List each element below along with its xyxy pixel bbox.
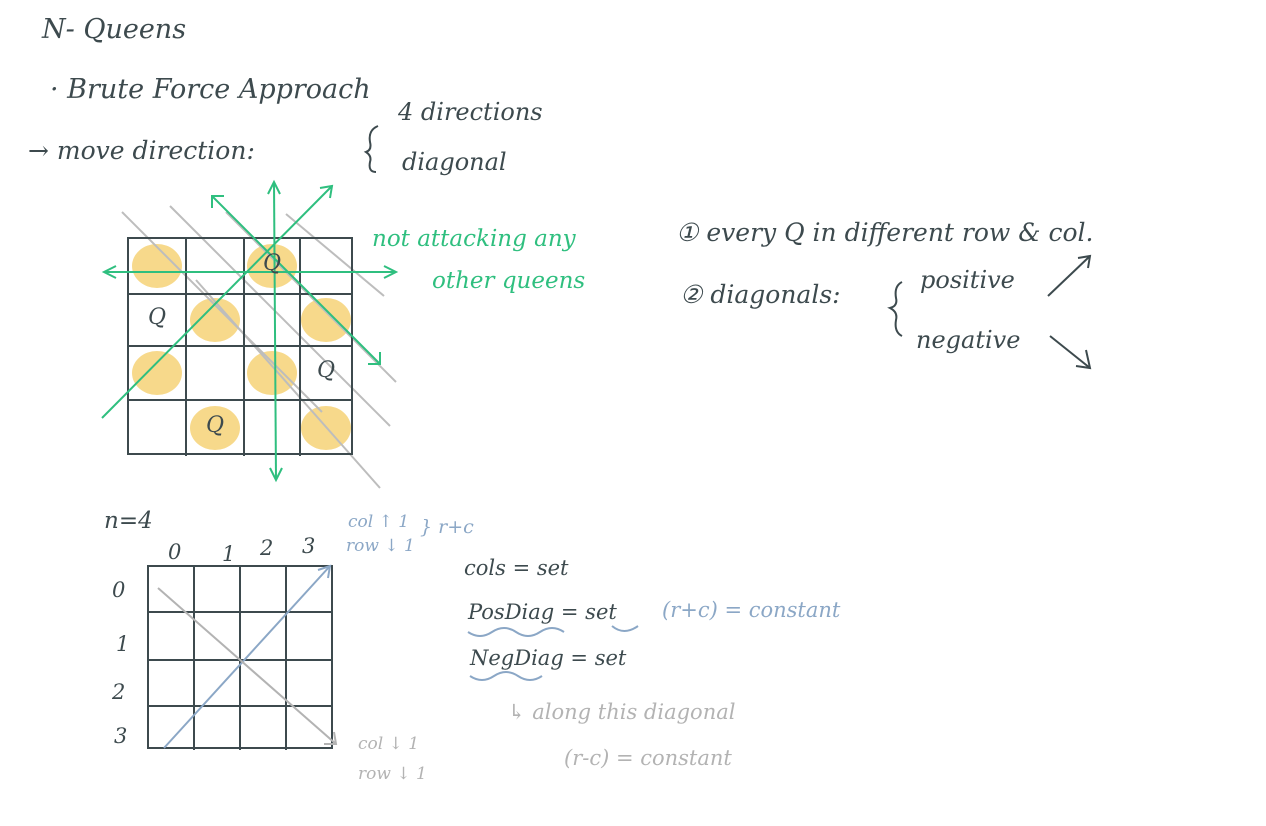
- four-directions-label: 4 directions: [398, 98, 543, 126]
- negative-label: negative: [916, 326, 1021, 354]
- index-grid: [147, 565, 333, 750]
- attacked-cell-blob: [301, 298, 351, 342]
- direction-arrows: [1047, 254, 1092, 370]
- move-direction-note: → move direction:: [28, 136, 255, 165]
- not-attacking-line2: other queens: [432, 268, 586, 294]
- col-up-note: col ↑ 1: [348, 512, 410, 532]
- queen-marker: Q: [206, 413, 225, 438]
- col-tick: 2: [260, 536, 274, 560]
- wavy-underlines: [467, 625, 639, 681]
- board-grid: [127, 237, 353, 456]
- neg-diagonal-line: [157, 587, 338, 745]
- rule-two: ② diagonals:: [680, 280, 841, 309]
- row-tick: 1: [116, 632, 130, 656]
- row-down-note: row ↓ 1: [346, 536, 415, 556]
- move-arrows: [101, 179, 399, 483]
- brace-directions: [363, 125, 379, 173]
- attacked-cell-blob: [132, 351, 182, 395]
- attacked-cell-blob: [247, 244, 297, 288]
- n-equals-label: n=4: [104, 508, 153, 534]
- attacked-cell-blob: [190, 406, 240, 450]
- col-down-note: col ↓ 1: [358, 734, 420, 754]
- cols-set: cols = set: [464, 556, 569, 580]
- diagonal-label: diagonal: [402, 148, 507, 176]
- page-title: N- Queens: [42, 14, 187, 45]
- pos-diag-constant: (r+c) = constant: [662, 598, 841, 622]
- col-tick: 0: [168, 540, 182, 564]
- pos-diagonal-line: [163, 564, 332, 749]
- pos-diag-set: PosDiag = set: [468, 600, 617, 624]
- neg-diag-set: NegDiag = set: [470, 646, 627, 670]
- queen-marker: Q: [317, 358, 336, 383]
- attacked-cells: [132, 244, 351, 450]
- row-tick: 0: [112, 578, 126, 602]
- r-plus-c-note: } r+c: [420, 516, 474, 538]
- attacked-cell-blob: [132, 244, 182, 288]
- along-diagonal-note: ↳ along this diagonal: [508, 700, 736, 724]
- row-down-note-2: row ↓ 1: [358, 764, 427, 784]
- brute-force-note: · Brute Force Approach: [50, 74, 371, 105]
- col-tick: 3: [302, 534, 316, 558]
- not-attacking-line1: not attacking any: [372, 226, 576, 252]
- attacked-cell-blob: [247, 351, 297, 395]
- row-tick: 2: [112, 680, 126, 704]
- row-tick: 3: [114, 724, 128, 748]
- brace-diagonals: [887, 281, 903, 337]
- attacked-cell-blob: [190, 298, 240, 342]
- queen-marker: Q: [148, 305, 167, 330]
- queen-marker: Q: [263, 251, 282, 276]
- r-minus-c-constant: (r-c) = constant: [564, 746, 732, 770]
- rule-one: ① every Q in different row & col.: [676, 218, 1094, 247]
- positive-label: positive: [920, 266, 1015, 294]
- col-tick: 1: [222, 542, 236, 566]
